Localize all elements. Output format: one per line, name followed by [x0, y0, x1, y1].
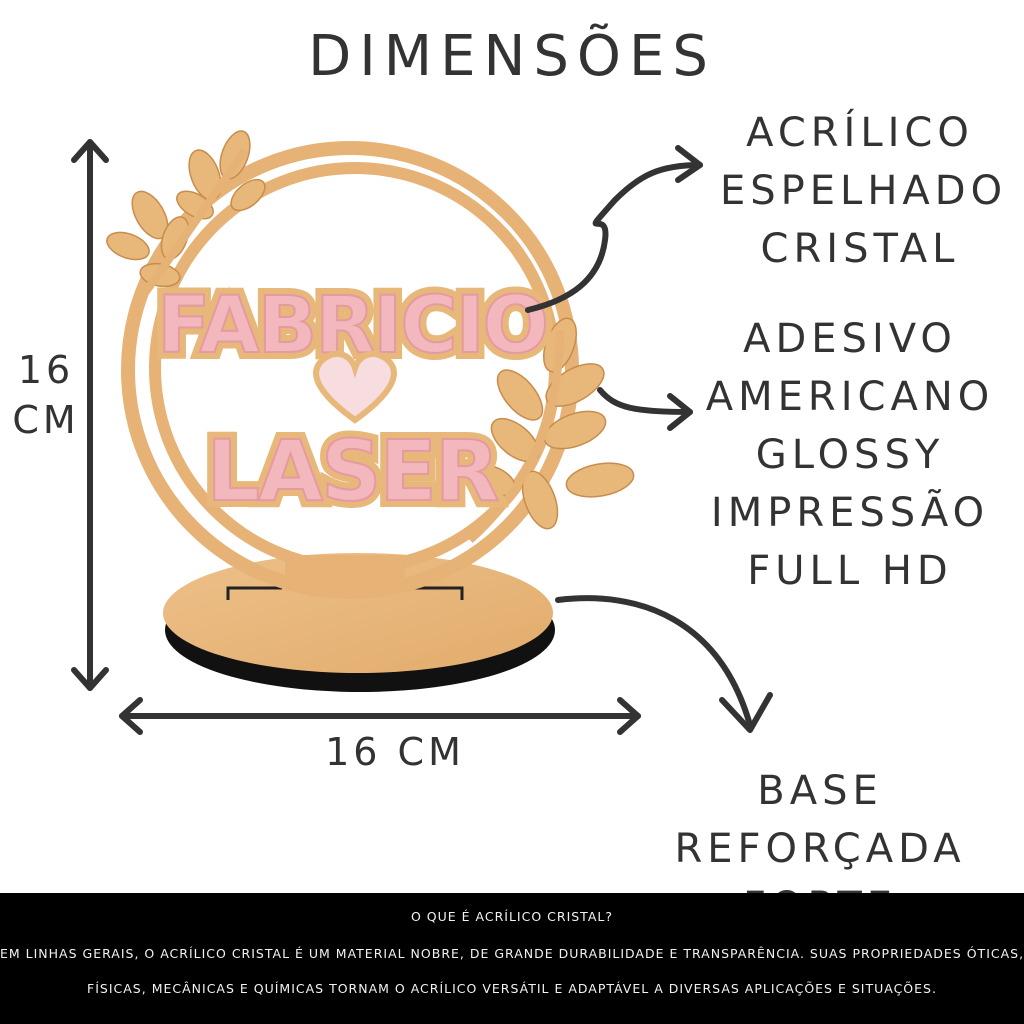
heart-icon [313, 350, 397, 424]
callout-arrow-base [555, 595, 773, 733]
width-arrow [119, 697, 641, 735]
label-line: FULL HD [747, 548, 953, 594]
label-line: ACRÍLICO [746, 110, 974, 156]
label-line: ADESIVO [743, 316, 957, 362]
footer-info-bar: O QUE É ACRÍLICO CRISTAL? EM LINHAS GERA… [0, 893, 1024, 1024]
name-bottom: LASER [206, 422, 497, 520]
name-plate: FABRICIO FABRICIO LASER LASER [150, 274, 556, 527]
leaf-branch-left [106, 130, 266, 303]
leaf-branch-right [464, 317, 635, 543]
footer-text-line-2: FÍSICAS, MECÂNICAS E QUÍMICAS TORNAM O A… [87, 981, 937, 996]
footer-text-line-1: EM LINHAS GERAIS, O ACRÍLICO CRISTAL É U… [0, 946, 1024, 961]
label-line: GLOSSY [755, 432, 945, 478]
page-title: DIMENSÕES [308, 24, 716, 89]
base-slot [226, 586, 464, 600]
label-line: AMERICANO [705, 374, 995, 420]
label-line: BASE REFORÇADA [674, 768, 966, 872]
acrylic-label: ACRÍLICO ESPELHADO CRISTAL [720, 104, 1008, 278]
name-bottom-outline: LASER [206, 422, 497, 520]
footer-question: O QUE É ACRÍLICO CRISTAL? [410, 909, 613, 924]
width-dimension-label: 16 CM [325, 730, 465, 774]
label-line: ESPELHADO [720, 168, 1008, 214]
height-arrow [71, 139, 109, 691]
height-dimension-label: 16 CM [6, 345, 86, 445]
height-unit: CM [12, 398, 80, 442]
callout-arrow-acrylic [525, 145, 703, 313]
wooden-base [163, 553, 553, 673]
name-top: FABRICIO [157, 281, 547, 371]
label-line: IMPRESSÃO [710, 490, 990, 536]
label-line: CRISTAL [760, 226, 960, 272]
height-value: 16 [17, 348, 75, 392]
ring-stem [285, 555, 405, 591]
callout-arrow-adhesive [597, 387, 693, 431]
adhesive-label: ADESIVO AMERICANO GLOSSY IMPRESSÃO FULL … [700, 310, 1000, 600]
product-illustration: FABRICIO FABRICIO LASER LASER [71, 130, 773, 735]
